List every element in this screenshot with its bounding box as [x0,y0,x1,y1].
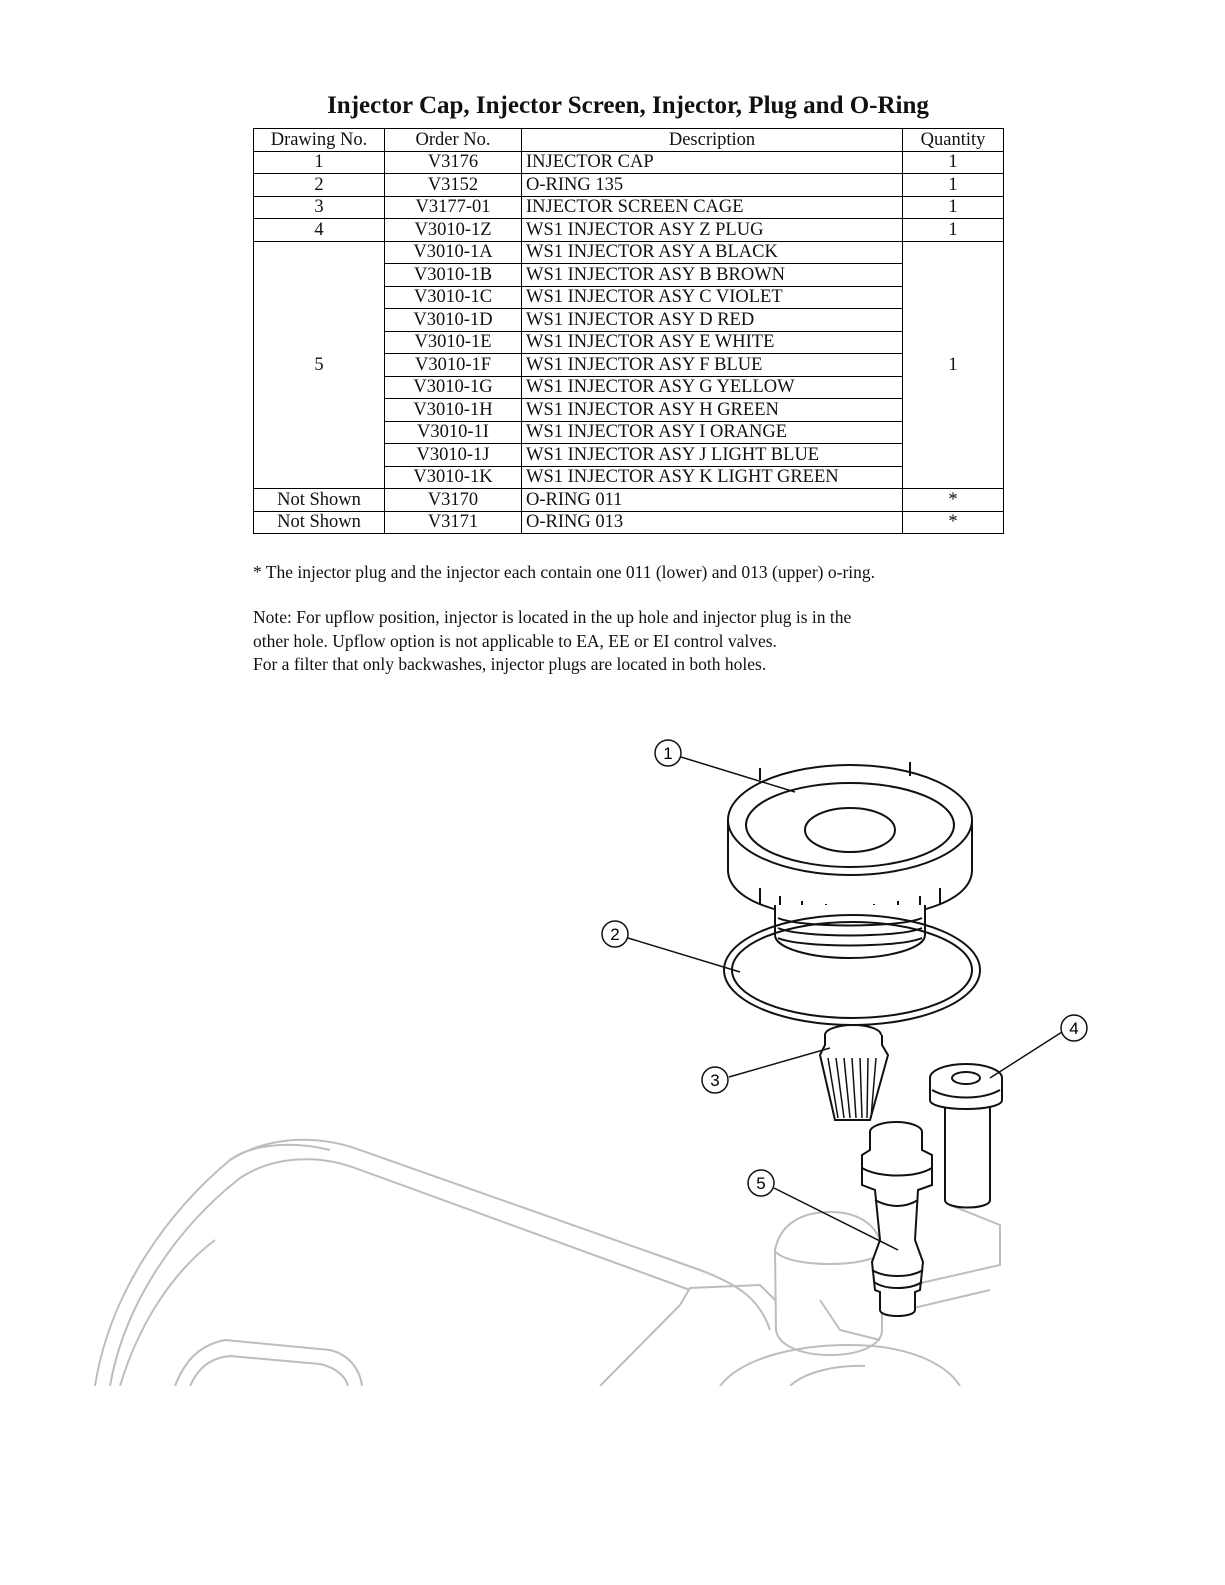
cell-order: V3010-1Z [384,218,522,242]
table-row: Not Shown V3170 O-RING 011 * [253,488,1004,512]
cell-description: WS1 INJECTOR ASY B BROWN [521,263,903,287]
callout-2: 2 [601,920,629,948]
header-order-no: Order No. [384,128,522,152]
cell-description: WS1 INJECTOR ASY G YELLOW [521,375,903,399]
table-row: 5 V3010-1A WS1 INJECTOR ASY A BLACK 1 [253,240,1004,489]
cell-description: O-RING 013 [521,510,903,534]
callout-number: 3 [710,1071,719,1090]
cell-quantity-group: 1 [902,240,1004,489]
cell-drawing: 1 [253,150,385,174]
cell-order: V3010-1K [384,465,522,489]
cell-order: V3010-1J [384,443,522,467]
cell-quantity: * [902,510,1004,534]
cell-description: WS1 INJECTOR ASY F BLUE [521,353,903,377]
cell-drawing: 3 [253,195,385,219]
cell-quantity: 1 [902,195,1004,219]
callout-3: 3 [701,1066,729,1094]
valve-body-outline [94,1138,1001,1386]
parts-table: Drawing No. Order No. Description Quanti… [253,128,1004,534]
table-row: V3010-1F WS1 INJECTOR ASY F BLUE [254,353,1004,377]
table-row: V3010-1I WS1 INJECTOR ASY I ORANGE [254,420,1004,444]
header-description: Description [521,128,903,152]
cell-order: V3170 [384,488,522,512]
cell-quantity: * [902,488,1004,512]
cell-description: WS1 INJECTOR ASY I ORANGE [521,420,903,444]
cell-description: WS1 INJECTOR ASY H GREEN [521,398,903,422]
cell-drawing: 4 [253,218,385,242]
injector-plug-part [929,1063,1003,1209]
section-title: Injector Cap, Injector Screen, Injector,… [327,92,929,119]
cell-description: O-RING 011 [521,488,903,512]
injector-assembly-part [861,1121,933,1317]
cell-description: WS1 INJECTOR ASY Z PLUG [521,218,903,242]
cell-description: WS1 INJECTOR ASY A BLACK [521,240,903,264]
table-footnote: * The injector plug and the injector eac… [253,562,876,582]
cell-order: V3010-1B [384,263,522,287]
callout-number: 4 [1069,1019,1078,1038]
cell-order: V3010-1I [384,420,522,444]
cell-order: V3176 [384,150,522,174]
cell-order: V3010-1G [384,375,522,399]
table-row: 1 V3176 INJECTOR CAP 1 [253,150,1004,174]
callout-5: 5 [747,1169,775,1197]
callout-number: 5 [756,1174,765,1193]
cell-quantity: 1 [902,173,1004,197]
exploded-parts-drawing: 1 2 3 4 5 [94,739,1088,1386]
cell-order: V3152 [384,173,522,197]
table-row: 3 V3177-01 INJECTOR SCREEN CAGE 1 [253,195,1004,219]
cell-drawing: Not Shown [253,488,385,512]
cell-order: V3177-01 [384,195,522,219]
table-row: 2 V3152 O-RING 135 1 [253,173,1004,197]
table-row: V3010-1H WS1 INJECTOR ASY H GREEN [254,398,1004,422]
table-row: 4 V3010-1Z WS1 INJECTOR ASY Z PLUG 1 [253,218,1004,242]
table-row: V3010-1K WS1 INJECTOR ASY K LIGHT GREEN [254,465,1004,489]
note-line: other hole. Upflow option is not applica… [253,630,777,651]
header-quantity: Quantity [902,128,1004,152]
cell-drawing: 2 [253,173,385,197]
cell-order: V3010-1H [384,398,522,422]
cell-description: O-RING 135 [521,173,903,197]
cell-drawing: Not Shown [253,510,385,534]
callout-1: 1 [654,739,682,767]
cell-order: V3010-1E [384,330,522,354]
cell-description: WS1 INJECTOR ASY C VIOLET [521,285,903,309]
injector-screen-cage-part [818,1024,890,1121]
table-row: V3010-1C WS1 INJECTOR ASY C VIOLET [254,285,1004,309]
installation-note: Note: For upflow position, injector is l… [253,606,1013,677]
cell-description: WS1 INJECTOR ASY J LIGHT BLUE [521,443,903,467]
header-drawing-no: Drawing No. [253,128,385,152]
table-row: Not Shown V3171 O-RING 013 * [253,510,1004,534]
callout-number: 1 [663,744,672,763]
callout-number: 2 [610,925,619,944]
cell-description: WS1 INJECTOR ASY E WHITE [521,330,903,354]
callout-4: 4 [1060,1014,1088,1042]
note-line: For a filter that only backwashes, injec… [253,654,767,674]
cell-quantity: 1 [902,150,1004,174]
cell-description: WS1 INJECTOR ASY D RED [521,308,903,332]
table-row: V3010-1J WS1 INJECTOR ASY J LIGHT BLUE [254,443,1004,467]
table-row: V3010-1D WS1 INJECTOR ASY D RED [254,308,1004,332]
cell-drawing-group: 5 [253,240,385,489]
cell-order: V3010-1F [384,353,522,377]
cell-quantity: 1 [902,218,1004,242]
callout-leaders [627,756,1063,1251]
note-line: Note: For upflow position, injector is l… [253,607,852,627]
cell-description: WS1 INJECTOR ASY K LIGHT GREEN [521,465,903,489]
cell-description: INJECTOR CAP [521,150,903,174]
cell-order: V3010-1C [384,285,522,309]
cell-description: INJECTOR SCREEN CAGE [521,195,903,219]
cell-order: V3010-1A [384,240,522,264]
cell-order: V3010-1D [384,308,522,332]
cell-order: V3171 [384,510,522,534]
table-header-row: Drawing No. Order No. Description Quanti… [253,128,1004,152]
